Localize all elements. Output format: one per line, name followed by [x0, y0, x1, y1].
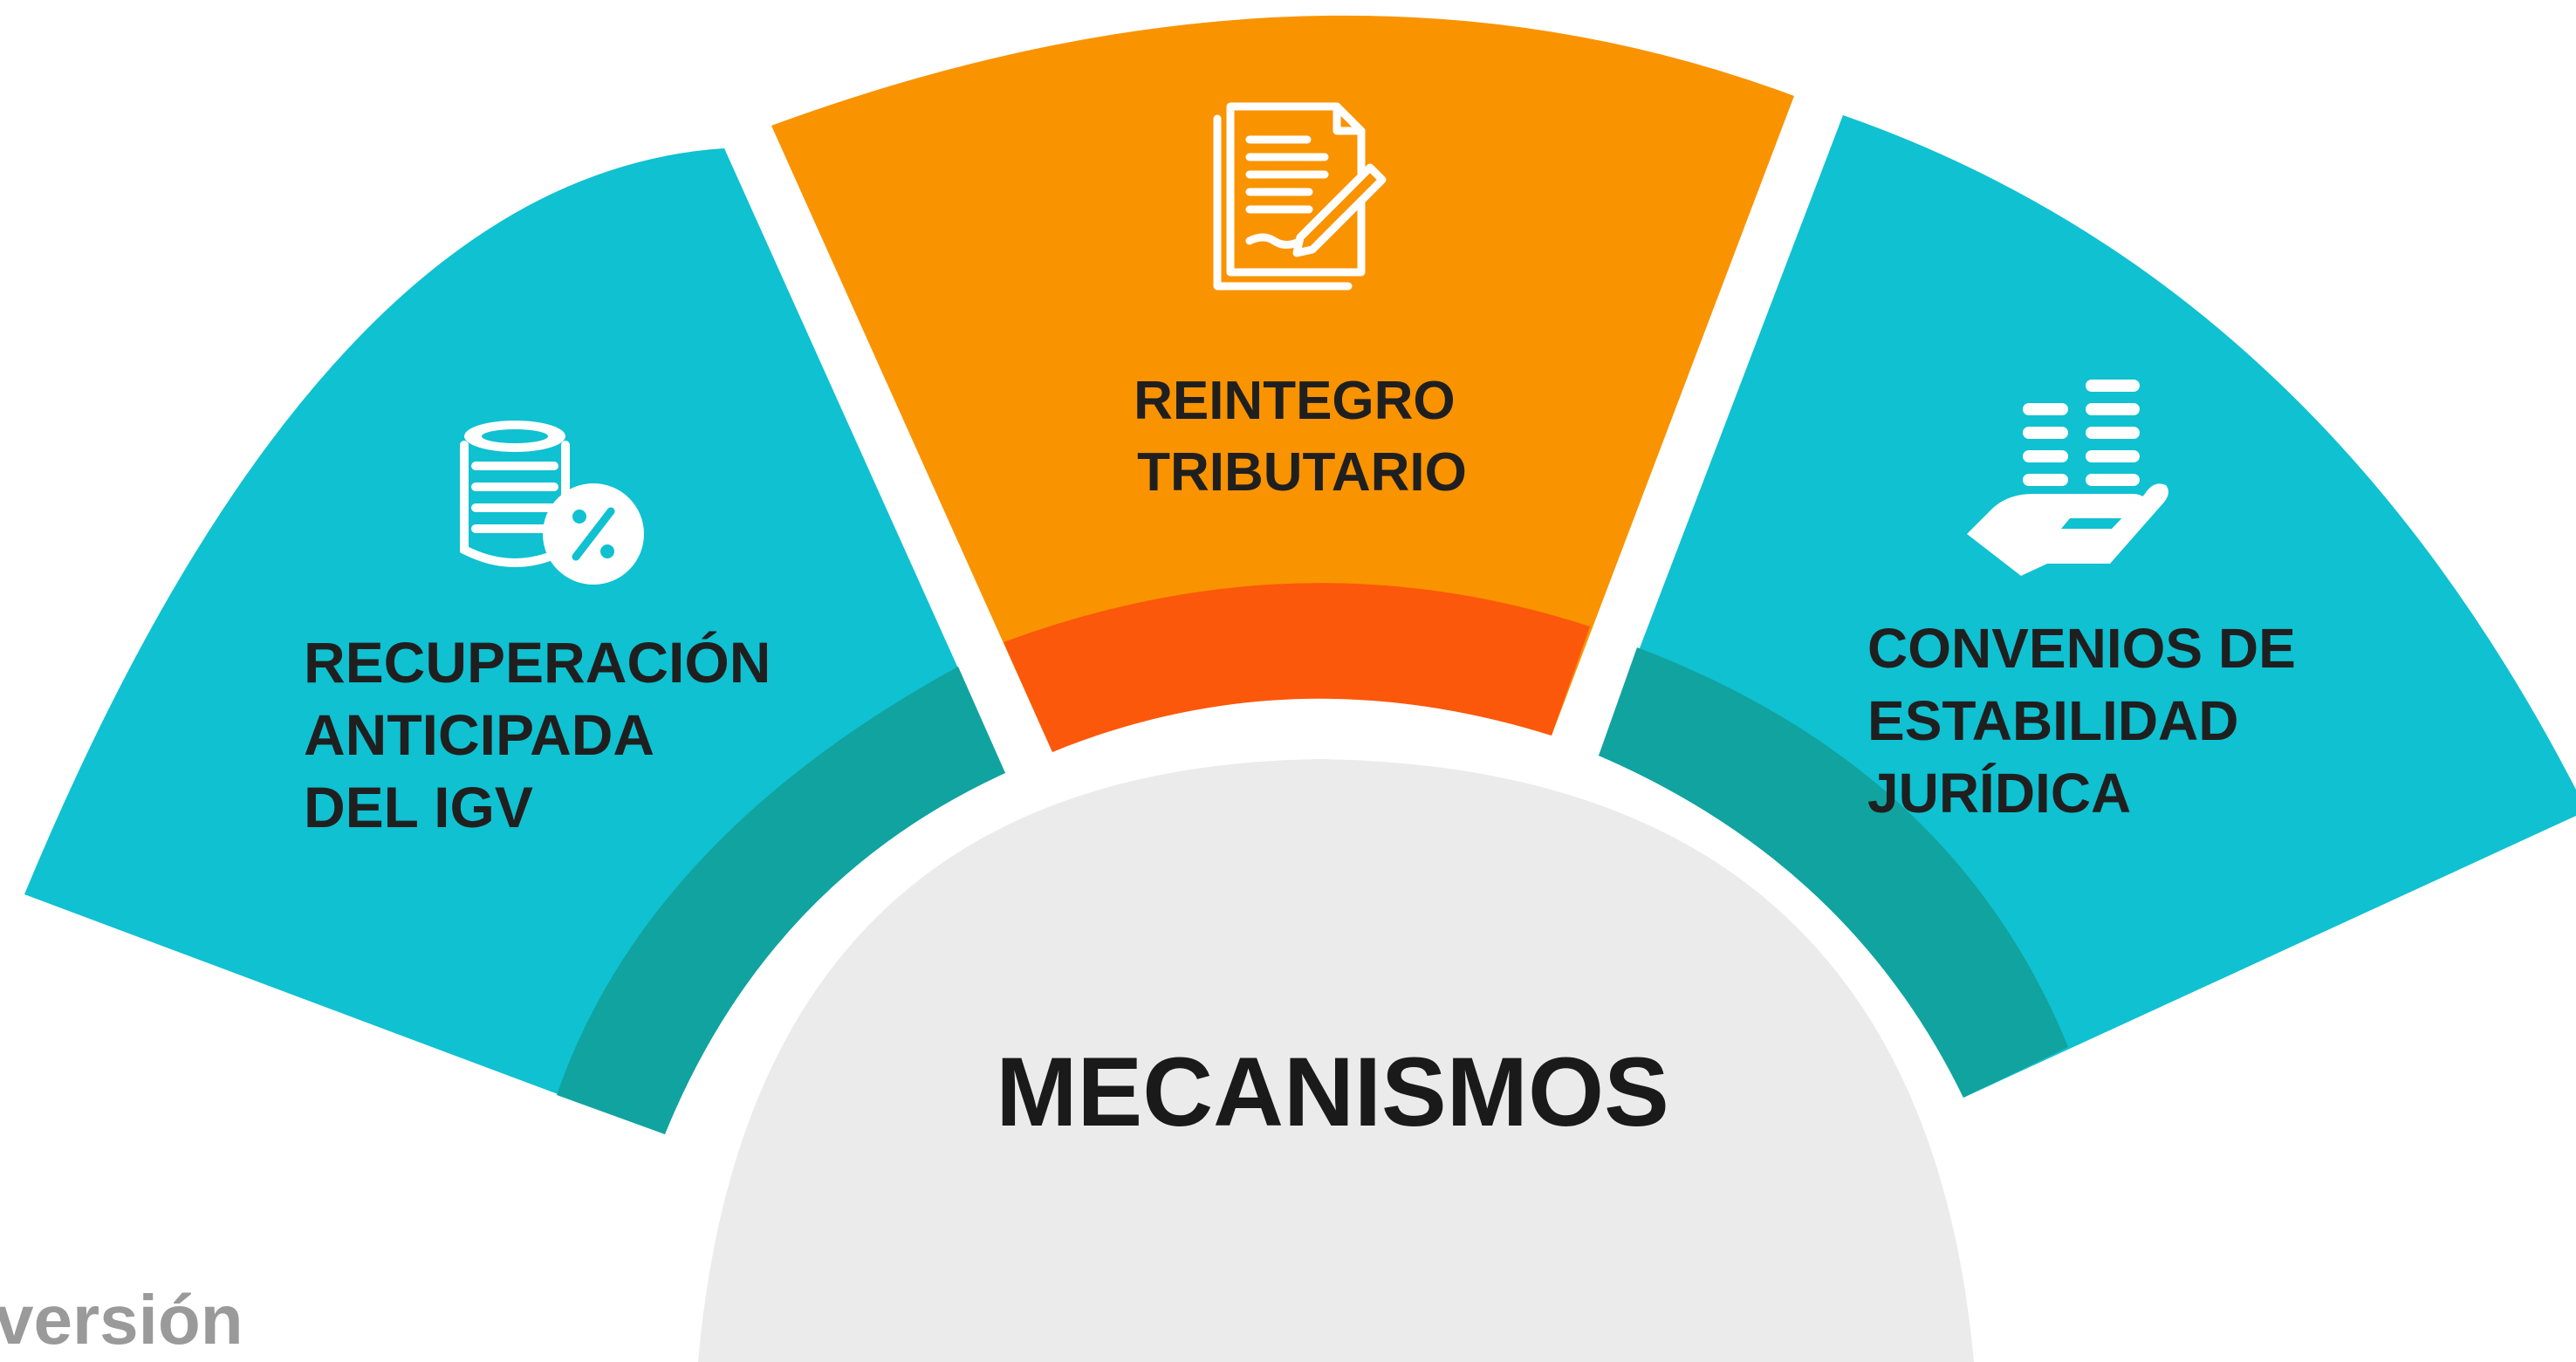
segment-middle-label: REINTEGRO TRIBUTARIO [1134, 371, 1470, 503]
coins-percent-icon [460, 421, 644, 585]
segment-left-line-3: DEL IGV [304, 775, 533, 839]
segment-left-line-2: ANTICIPADA [304, 702, 653, 767]
segment-middle [771, 15, 1794, 752]
segment-middle-outer [771, 15, 1794, 752]
center-title: MECANISMOS [996, 1037, 1669, 1146]
segment-middle-line-2: TRIBUTARIO [1137, 442, 1467, 503]
hand-money-icon [1967, 380, 2168, 576]
segment-right-line-1: CONVENIOS DE [1867, 617, 2296, 680]
segment-middle-line-1: REINTEGRO [1134, 371, 1456, 431]
segment-left-line-1: RECUPERACIÓN [304, 630, 771, 695]
footer-word: versión [0, 1281, 243, 1359]
document-signature-icon [1213, 102, 1387, 291]
segment-right-label: CONVENIOS DE ESTABILIDAD JURÍDICA [1867, 617, 2312, 825]
segment-right-inner-band [1599, 647, 2068, 1098]
segment-left-inner-band [557, 667, 1005, 1134]
segment-right-line-3: JURÍDICA [1867, 762, 2131, 825]
center-semicircle [698, 759, 1974, 1362]
segment-left-label: RECUPERACIÓN ANTICIPADA DEL IGV [304, 630, 787, 839]
segment-right [1599, 115, 2576, 1098]
segment-middle-inner-band [1004, 583, 1590, 752]
segment-left [24, 148, 1005, 1134]
segment-right-line-2: ESTABILIDAD [1867, 689, 2238, 752]
